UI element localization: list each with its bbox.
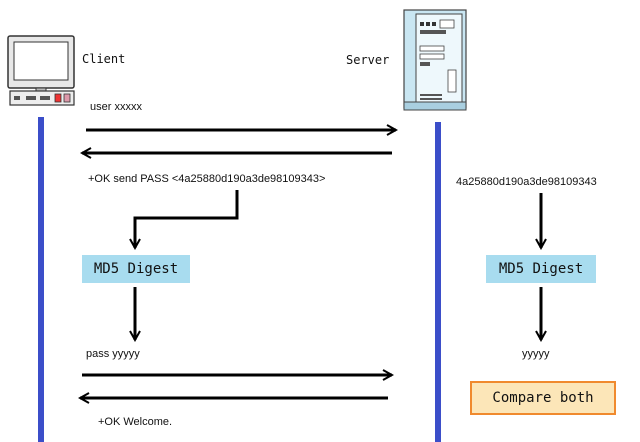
server-lifeline	[435, 122, 441, 442]
md5-digest-box-client: MD5 Digest	[82, 255, 190, 283]
server-digest-label: yyyyy	[522, 348, 550, 360]
user-command-label: user xxxxx	[90, 101, 142, 113]
server-label: Server	[346, 53, 390, 67]
md5-digest-box-server: MD5 Digest	[486, 255, 596, 283]
ok-send-pass-label: +OK send PASS <4a25880d190a3de98109343>	[88, 173, 326, 185]
client-label: Client	[82, 52, 126, 66]
server-timestamp-label: 4a25880d190a3de98109343	[456, 176, 597, 188]
pass-command-label: pass yyyyy	[86, 348, 140, 360]
ok-welcome-label: +OK Welcome.	[98, 416, 173, 428]
client-computer-icon	[7, 35, 75, 106]
server-tower-icon	[403, 9, 467, 111]
client-lifeline	[38, 117, 44, 442]
arrow-timestamp-to-md5-client	[135, 190, 239, 248]
compare-both-box: Compare both	[470, 381, 616, 415]
